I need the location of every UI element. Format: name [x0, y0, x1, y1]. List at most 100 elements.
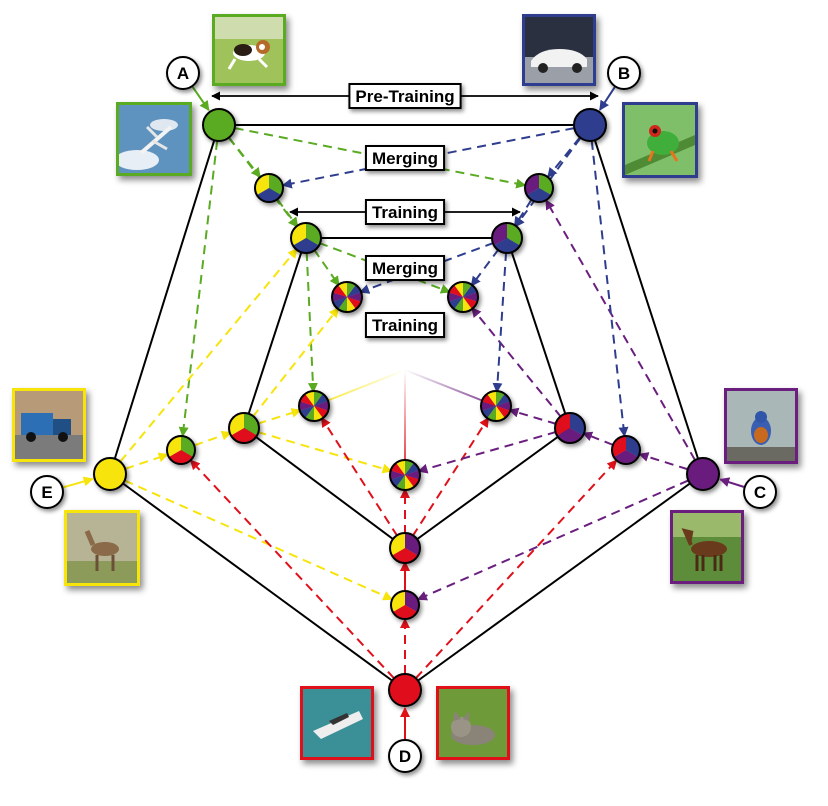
deer-photo: [64, 510, 140, 586]
pie-slice: [454, 297, 463, 312]
arrow-inner-to-merge: [471, 307, 562, 418]
merging-label-2-text: Merging: [372, 259, 438, 278]
merging-label-1: Merging: [364, 145, 446, 171]
trained-node: [389, 532, 421, 564]
pie-slice: [305, 406, 314, 421]
pie-slice: [405, 475, 414, 490]
arrow-merge-to-inner: [276, 198, 299, 228]
pie-slice: [405, 460, 414, 475]
bird-photo: [724, 388, 798, 464]
cat-photo: [436, 686, 510, 760]
pie-slice: [338, 282, 347, 297]
badge-arrow: [599, 86, 616, 111]
pie-slice: [256, 188, 282, 203]
outer-edge-EA: [109, 124, 220, 475]
pie-slice: [463, 282, 472, 297]
arrow-inner-to-merge: [320, 416, 399, 537]
pie-slice: [299, 401, 314, 411]
arrow-inner-to-merge: [411, 416, 490, 537]
inner-edge-iBiC: [506, 237, 571, 429]
inner-edge-iCiD: [404, 427, 571, 549]
arrow-merge-to-inner: [193, 430, 232, 447]
vertex-letter: A: [177, 64, 189, 83]
fade-ray: [404, 369, 497, 407]
outer-edge-CD: [404, 473, 704, 691]
pie-slice: [557, 428, 583, 443]
merge-node: [390, 590, 420, 620]
arrow-B-to-merge: [281, 127, 575, 189]
airplane-photo: [116, 102, 192, 176]
training-label-2-text: Training: [372, 316, 438, 335]
pie-slice: [496, 391, 505, 406]
vertex-B-badge: B: [607, 56, 641, 90]
pie-slice: [463, 297, 472, 312]
vertex-letter: B: [618, 64, 630, 83]
trained-node: [554, 412, 586, 444]
arrow-C-to-merge: [638, 452, 689, 471]
arrow-E-to-merge: [124, 479, 394, 601]
pie-slice: [481, 401, 496, 411]
trained-node: [228, 412, 260, 444]
pie-slice: [314, 391, 323, 406]
training-label-2: Training: [364, 312, 446, 338]
arrow-C-to-merge: [545, 199, 696, 461]
arrow-B-to-merge: [514, 137, 582, 228]
arrow-merge-to-inner: [582, 431, 614, 446]
dog-photo: [212, 14, 286, 86]
pie-slice: [448, 292, 463, 302]
arrow-inner-to-merge: [417, 430, 557, 474]
pie-slice: [347, 282, 356, 297]
vertex-E-node: [93, 457, 127, 491]
solid-edges: [109, 124, 704, 691]
merge2-node: [447, 281, 479, 313]
vertex-E-badge: E: [30, 475, 64, 509]
pie-slice: [526, 188, 552, 202]
pie-slice: [487, 391, 496, 406]
pie-slice: [405, 470, 420, 480]
vertex-C-badge: C: [743, 475, 777, 509]
inner-edge-iEiA: [243, 237, 307, 429]
arrow-inner-to-merge: [313, 248, 340, 287]
horse-photo: [670, 510, 744, 584]
merge-node: [166, 435, 196, 465]
arrow-inner-to-merge: [257, 408, 302, 425]
vertex-D-badge: D: [388, 739, 422, 773]
ship-photo: [300, 686, 374, 760]
pie-slice: [487, 406, 496, 421]
pie-slice: [305, 391, 314, 406]
badge-arrow: [191, 86, 210, 112]
pie-slice: [463, 292, 479, 302]
arrow-D-to-merge: [415, 459, 618, 679]
arrow-merge-to-inner: [513, 199, 533, 228]
pie-slice: [613, 450, 639, 464]
pie-slice: [496, 406, 505, 421]
training-label-1-text: Training: [372, 203, 438, 222]
pie-slice: [496, 401, 511, 411]
pie-slice: [454, 282, 463, 297]
pie-slice: [347, 292, 363, 302]
arrow-B-to-merge: [547, 136, 581, 178]
merging-label-1-text: Merging: [372, 149, 438, 168]
vertex-letter: D: [399, 747, 411, 766]
arrow-A-to-merge: [234, 127, 527, 189]
frog-photo: [622, 102, 698, 178]
arrow-inner-to-merge: [359, 241, 495, 294]
vertex-A-node: [202, 108, 236, 142]
inner-edge-iDiE: [243, 427, 406, 549]
arrow-A-to-merge: [178, 140, 219, 438]
arrow-inner-to-merge: [318, 241, 451, 294]
outer-edge-BC: [589, 124, 704, 475]
arrow-inner-to-merge: [257, 430, 393, 474]
car-photo: [522, 14, 596, 86]
arrow-inner-to-merge: [492, 251, 508, 394]
merge2-node: [480, 390, 512, 422]
training-label-1: Training: [364, 199, 446, 225]
truck-photo: [12, 388, 86, 462]
merge2-node: [298, 390, 330, 422]
pie-slice: [396, 475, 405, 490]
pie-slice: [314, 406, 323, 421]
arrow-E-to-merge: [124, 452, 169, 470]
outer-edge-DE: [109, 473, 406, 691]
